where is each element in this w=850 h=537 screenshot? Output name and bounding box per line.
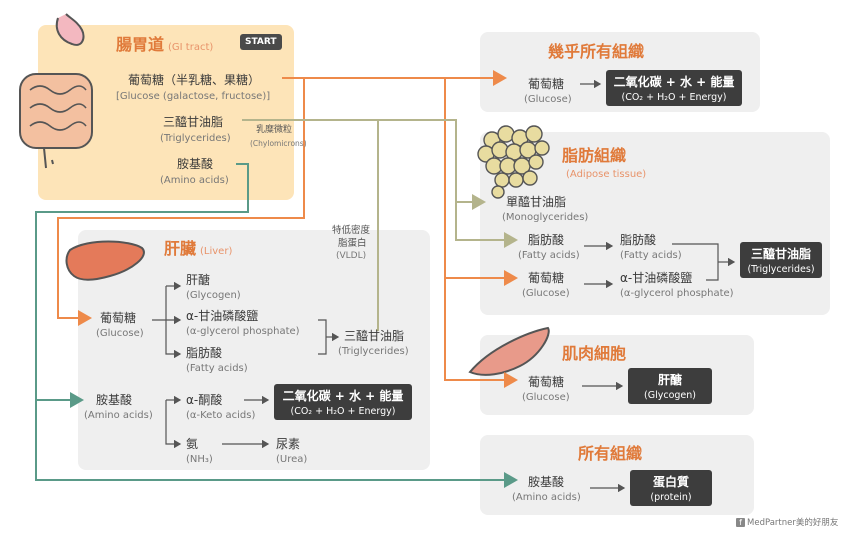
protein: 蛋白質: [652, 475, 689, 489]
liver-alpha-keto-acids-en: (α-Keto acids): [186, 410, 256, 421]
protein-en: (protein): [650, 492, 692, 503]
liver-title-zh: 肝臟: [164, 239, 197, 258]
adipose-glucose-en: (Glucose): [522, 288, 570, 299]
almost-energy-en: (CO₂ + H₂O + Energy): [621, 92, 727, 103]
muscle-cell-title: 肌肉細胞: [562, 344, 627, 363]
chylomicrons-en: (Chylomicrons): [250, 139, 307, 148]
liver-title: 肝臟(Liver): [164, 241, 232, 257]
liver-alpha-keto-acids: α-酮酸: [186, 393, 223, 407]
muscle-glucose: 葡萄糖: [528, 375, 565, 389]
gi-glucose-en: [Glucose (galactose, fructose)]: [116, 91, 271, 102]
liver-panel: [78, 230, 430, 470]
vldl-label-1: 特低密度: [332, 225, 371, 236]
liver-fatty-acids-en: (Fatty acids): [186, 363, 248, 374]
muscle-glucose-en: (Glucose): [522, 392, 570, 403]
liver-urea-en: (Urea): [276, 454, 308, 465]
facebook-icon: f: [736, 518, 745, 527]
liver-glycogen-en: (Glycogen): [186, 290, 241, 301]
liver-amino-acids: 胺基酸: [96, 393, 133, 407]
gi-triglycerides-en: (Triglycerides): [160, 133, 231, 144]
adipose-illustration: [477, 125, 550, 199]
liver-alpha-glycerol-phosphate: α-甘油磷酸鹽: [186, 309, 259, 323]
almost-energy: 二氧化碳 + 水 + 能量: [613, 75, 735, 89]
liver-energy-en: (CO₂ + H₂O + Energy): [290, 406, 396, 417]
start-badge: START: [240, 34, 282, 50]
gi-triglycerides: 三醯甘油脂: [163, 115, 224, 129]
almost-energy-box: 二氧化碳 + 水 + 能量 (CO₂ + H₂O + Energy): [606, 70, 742, 106]
gi-amino-acids: 胺基酸: [177, 157, 214, 171]
liver-ammonia: 氨: [186, 437, 199, 451]
vldl-label-2: 脂蛋白: [338, 238, 367, 249]
muscle-glycogen: 肝醣: [657, 373, 682, 387]
adipose-monoglycerides-en: (Monoglycerides): [502, 212, 589, 223]
muscle-glycogen-en: (Glycogen): [644, 390, 696, 401]
gi-amino-acids-en: (Amino acids): [160, 175, 229, 186]
liver-glucose: 葡萄糖: [100, 311, 137, 325]
liver-energy: 二氧化碳 + 水 + 能量: [282, 389, 404, 403]
liver-illustration: [65, 240, 145, 281]
protein-box: 蛋白質 (protein): [630, 470, 712, 506]
gi-tract-title: 腸胃道(GI tract): [116, 37, 213, 53]
adipose-glucose: 葡萄糖: [528, 271, 565, 285]
almost-glucose: 葡萄糖: [528, 77, 565, 91]
adipose-title: 脂肪組織: [562, 148, 626, 164]
adipose-triglycerides-en: (Triglycerides): [747, 264, 815, 275]
all-amino-acids-en: (Amino acids): [512, 492, 581, 503]
adipose-triglycerides: 三醯甘油脂: [750, 247, 811, 261]
liver-triglycerides: 三醯甘油脂: [344, 329, 405, 343]
liver-glycogen: 肝醣: [186, 273, 211, 287]
all-amino-acids: 胺基酸: [528, 475, 565, 489]
adipose-fatty-acids-2: 脂肪酸: [620, 233, 657, 247]
liver-fatty-acids: 脂肪酸: [186, 346, 223, 360]
adipose-triglycerides-box: 三醯甘油脂 (Triglycerides): [740, 242, 822, 278]
adipose-alpha-glycerol-phosphate: α-甘油磷酸鹽: [620, 271, 693, 285]
liver-title-en: (Liver): [200, 246, 233, 257]
liver-energy-box: 二氧化碳 + 水 + 能量 (CO₂ + H₂O + Energy): [274, 384, 412, 420]
almost-glucose-en: (Glucose): [524, 94, 572, 105]
vldl-en: (VLDL): [336, 251, 367, 261]
gi-glucose: 葡萄糖（半乳糖、果糖）: [128, 73, 261, 87]
adipose-fatty-acids-2-en: (Fatty acids): [620, 250, 682, 261]
adipose-alpha-glycerol-phosphate-en: (α-glycerol phosphate): [620, 288, 734, 299]
liver-amino-acids-en: (Amino acids): [84, 410, 153, 421]
all-tissues-title: 所有組織: [578, 444, 643, 463]
muscle-glycogen-box: 肝醣 (Glycogen): [628, 368, 712, 404]
adipose-fatty-acids: 脂肪酸: [528, 233, 565, 247]
liver-ammonia-en: (NH₃): [186, 454, 213, 465]
footer-credit-text: MedPartner美的好朋友: [747, 518, 839, 528]
liver-triglycerides-en: (Triglycerides): [338, 346, 409, 357]
adipose-title-zh: 脂肪組織: [562, 146, 627, 165]
adipose-fatty-acids-en: (Fatty acids): [518, 250, 580, 261]
muscle-illustration: [468, 326, 550, 376]
liver-urea: 尿素: [276, 437, 301, 451]
liver-glucose-en: (Glucose): [96, 328, 144, 339]
gi-title-zh: 腸胃道: [116, 35, 165, 54]
gi-title-en: (GI tract): [168, 42, 214, 53]
adipose-monoglycerides: 單醯甘油脂: [506, 195, 567, 209]
intestine-illustration: [19, 13, 93, 169]
adipose-title-en: (Adipose tissue): [566, 169, 647, 180]
liver-alpha-glycerol-phosphate-en: (α-glycerol phosphate): [186, 326, 300, 337]
chylomicrons-label: 乳糜微粒: [256, 125, 293, 135]
almost-all-tissues-title: 幾乎所有組織: [548, 42, 645, 61]
